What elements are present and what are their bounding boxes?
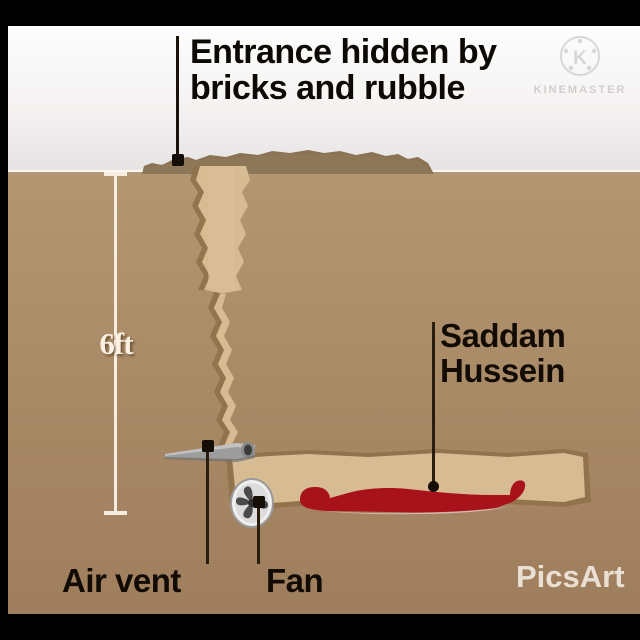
air-vent-callout: Air vent — [62, 562, 181, 599]
subject-leader-line — [432, 322, 435, 488]
diagram-scene: 6ft Entrance hidden by bricks and rubble… — [8, 26, 640, 614]
subject-callout: Saddam Hussein — [440, 317, 566, 389]
fan-leader-dot — [253, 496, 265, 508]
entrance-leader-line — [176, 36, 179, 160]
ground-soil — [8, 172, 640, 614]
subject-callout-line1: Saddam — [440, 317, 566, 354]
letterbox-top — [0, 0, 640, 26]
kinemaster-watermark: K KINEMASTER — [532, 34, 628, 96]
fan-leader-line — [257, 500, 260, 564]
subject-leader-dot — [428, 481, 439, 492]
dimension-line — [114, 172, 117, 515]
kinemaster-watermark-label: KINEMASTER — [533, 84, 627, 96]
fan-callout: Fan — [266, 562, 324, 599]
entrance-callout-line1: Entrance hidden by — [190, 33, 497, 71]
sky-background — [8, 26, 640, 172]
dimension-cap-top — [104, 172, 127, 176]
spider-hole-cavity — [8, 166, 640, 546]
subject-callout-line2: Hussein — [440, 351, 565, 389]
air-vent-leader-dot — [202, 440, 214, 452]
person-figure — [296, 478, 558, 522]
entrance-leader-dot — [172, 154, 184, 166]
entrance-callout-line2: bricks and rubble — [190, 69, 465, 108]
dimension-cap-bottom — [104, 511, 127, 515]
kinemaster-logo-icon: K — [560, 36, 600, 76]
picsart-watermark: PicsArt — [516, 559, 625, 594]
letterbox-bottom — [0, 614, 640, 640]
depth-label: 6ft — [99, 326, 133, 361]
letterbox-left — [0, 0, 8, 640]
air-vent-leader-line — [206, 444, 209, 564]
entrance-callout: Entrance hidden by bricks and rubble — [190, 34, 497, 106]
ventilation-fan — [227, 478, 277, 530]
svg-text:K: K — [573, 48, 587, 69]
